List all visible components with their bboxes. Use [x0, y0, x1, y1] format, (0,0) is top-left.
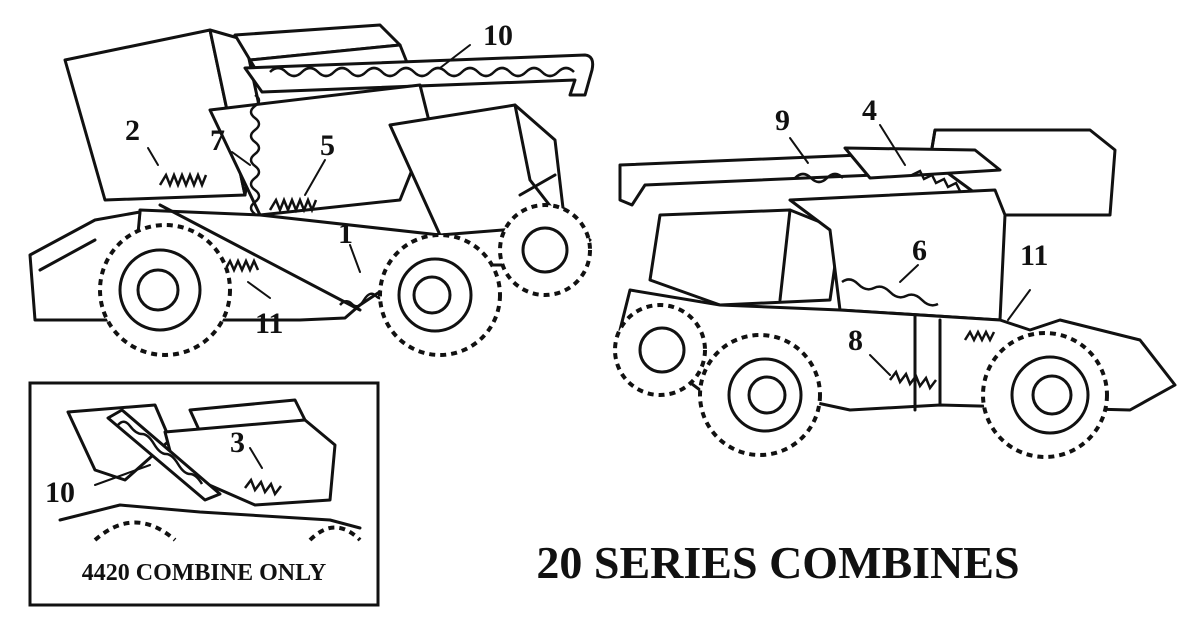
right-combine-illustration	[613, 124, 1177, 459]
callout-4: 4	[862, 94, 877, 127]
callout-6: 6	[912, 234, 927, 267]
callout-9: 9	[775, 104, 790, 137]
callout-11-left: 11	[255, 307, 283, 340]
callout-10-left: 10	[483, 19, 513, 52]
diagram-title: 20 SERIES COMBINES	[536, 537, 1019, 588]
inset-4420-combine	[28, 381, 380, 607]
callout-2: 2	[125, 114, 140, 147]
left-combine-illustration	[28, 23, 595, 357]
callout-11-right: 11	[1020, 239, 1048, 272]
callout-8: 8	[848, 324, 863, 357]
callout-10-inset: 10	[45, 476, 75, 509]
callout-7: 7	[210, 124, 225, 157]
callout-5: 5	[320, 129, 335, 162]
callout-1: 1	[338, 217, 353, 250]
inset-caption: 4420 COMBINE ONLY	[82, 560, 326, 586]
callout-3: 3	[230, 426, 245, 459]
